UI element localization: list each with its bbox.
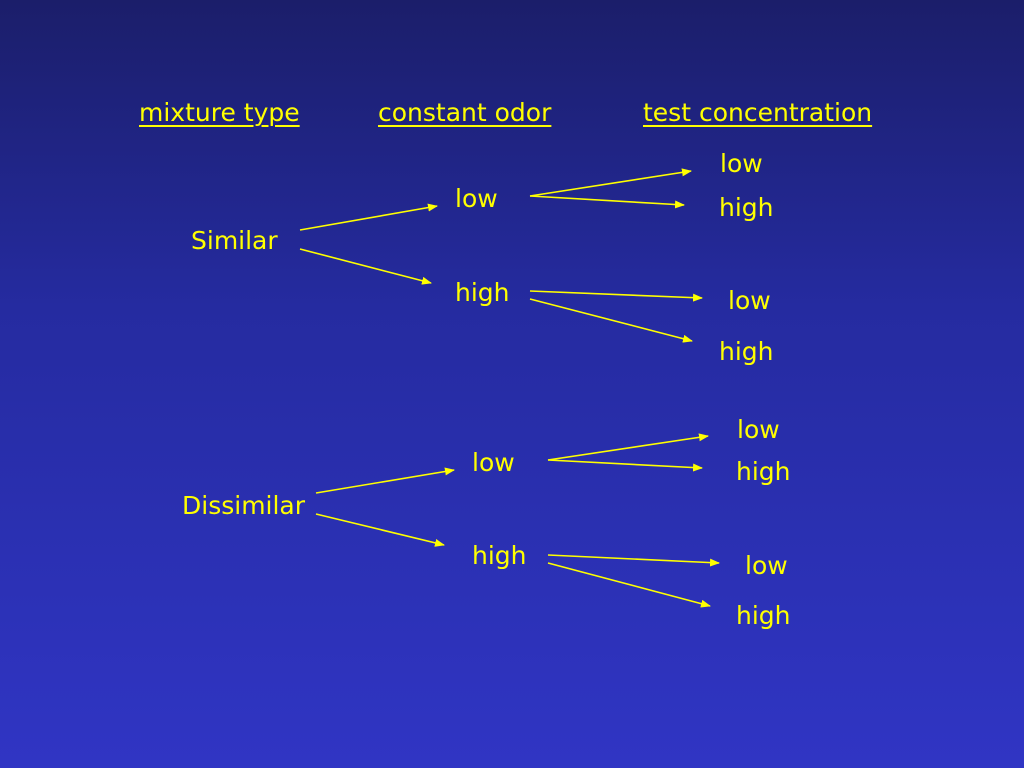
mixture-dissimilar-label: Dissimilar: [182, 491, 306, 520]
similar-high-test-high-label: high: [719, 337, 774, 366]
arrow-dissimilar-to-low: [315, 467, 455, 494]
arrow-similar-to-low: [299, 203, 438, 231]
similar-low-test-high-label: high: [719, 193, 774, 222]
arrow-dissimilar-high-to-test-low: [547, 554, 720, 567]
arrow-similar-low-to-test-low: [529, 168, 692, 197]
dissimilar-low-test-low-label: low: [737, 415, 780, 444]
arrow-similar-low-to-test-high: [529, 195, 685, 209]
similar-low-test-low-label: low: [720, 149, 763, 178]
dissimilar-low-test-high-label: high: [736, 457, 791, 486]
dissimilar-constant-high-label: high: [472, 541, 527, 570]
similar-constant-high-label: high: [455, 278, 510, 307]
arrow-dissimilar-low-to-test-high: [547, 459, 703, 472]
arrow-dissimilar-low-to-test-low: [547, 433, 709, 461]
arrow-similar-to-high: [299, 248, 432, 285]
dissimilar-high-test-low-label: low: [745, 551, 788, 580]
similar-high-test-low-label: low: [728, 286, 771, 315]
similar-constant-low-label: low: [455, 184, 498, 213]
header-test-concentration: test concentration: [643, 98, 873, 127]
arrow-similar-high-to-test-low: [529, 290, 703, 302]
dissimilar-high-test-high-label: high: [736, 601, 791, 630]
arrow-dissimilar-high-to-test-high: [547, 562, 711, 608]
dissimilar-constant-low-label: low: [472, 448, 515, 477]
header-mixture-type: mixture type: [139, 98, 300, 127]
mixture-similar-label: Similar: [191, 226, 278, 255]
arrow-similar-high-to-test-high: [529, 298, 693, 343]
arrow-dissimilar-to-high: [315, 513, 445, 547]
header-constant-odor: constant odor: [378, 98, 552, 127]
